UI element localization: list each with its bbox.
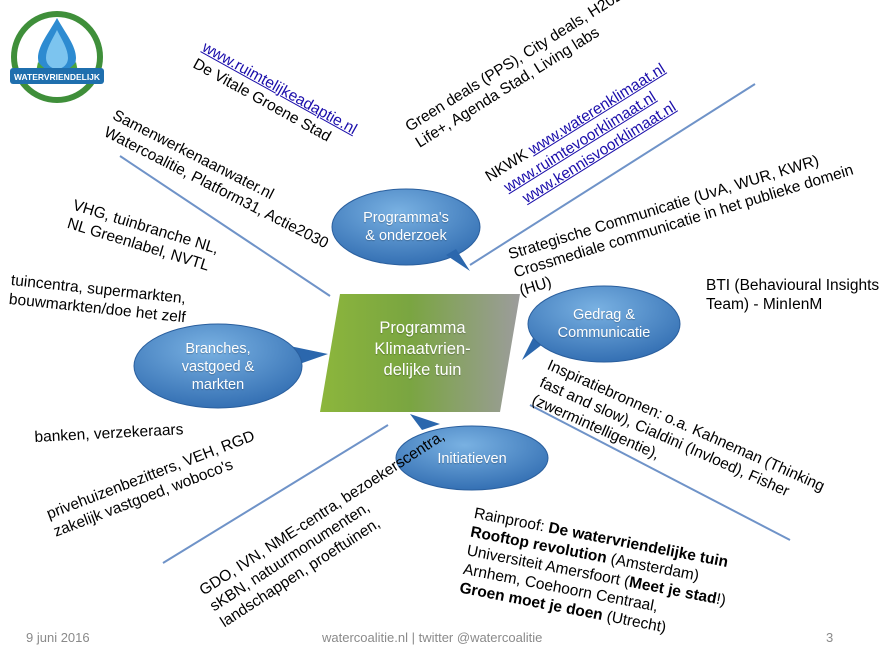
bubble-gedrag-line-2: Communicatie xyxy=(557,325,651,341)
center-program-title: Programma Klimaatvrien- delijke tuin xyxy=(340,318,505,381)
spoke-top-left xyxy=(119,155,331,297)
bubble-programmas-line-2: & onderzoek xyxy=(365,228,447,244)
bubble-initiatieven-shape xyxy=(395,414,549,491)
bti-block: BTI (Behavioural Insights Team) - MinIen… xyxy=(706,276,879,314)
bubble-programmas-line-1: Programma's xyxy=(363,210,449,226)
spoke-top-right xyxy=(469,83,756,266)
bubble-branches-line-2: vastgoed & xyxy=(181,359,255,375)
bubble-initiatieven: Initiatieven xyxy=(400,450,544,468)
center-line-1: Programma xyxy=(379,319,466,337)
bti-line-1: BTI (Behavioural Insights xyxy=(706,277,880,294)
bubble-branches-shape xyxy=(133,323,328,409)
bubble-branches: Branches, vastgoed & markten xyxy=(150,340,286,394)
footer-page-number: 3 xyxy=(826,630,834,645)
bubble-programmas-shape xyxy=(331,188,481,271)
center-line-3: delijke tuin xyxy=(383,361,462,379)
spoke-bottom-left xyxy=(162,424,389,564)
bubble-gedrag-shape xyxy=(522,285,681,363)
bubble-gedrag: Gedrag & Communicatie xyxy=(540,306,668,342)
spoke-bottom-right xyxy=(529,404,791,541)
center-program-box xyxy=(320,294,520,412)
center-line-2: Klimaatvrien- xyxy=(374,340,471,358)
bubble-gedrag-line-1: Gedrag & xyxy=(572,307,636,323)
bubble-initiatieven-line-1: Initiatieven xyxy=(437,451,507,467)
logo-wordmark: WATERVRIENDELIJK xyxy=(14,72,101,82)
bti-line-2: Team) - MinIenM xyxy=(706,296,823,313)
footer-date: 9 juni 2016 xyxy=(26,630,90,645)
bubble-branches-line-3: markten xyxy=(191,377,245,393)
bubble-programmas: Programma's & onderzoek xyxy=(342,209,470,245)
bubble-branches-line-1: Branches, xyxy=(185,341,251,357)
footer-center: watercoalitie.nl | twitter @watercoaliti… xyxy=(322,630,543,645)
watervriendelijk-logo: WATERVRIENDELIJK xyxy=(10,11,104,103)
